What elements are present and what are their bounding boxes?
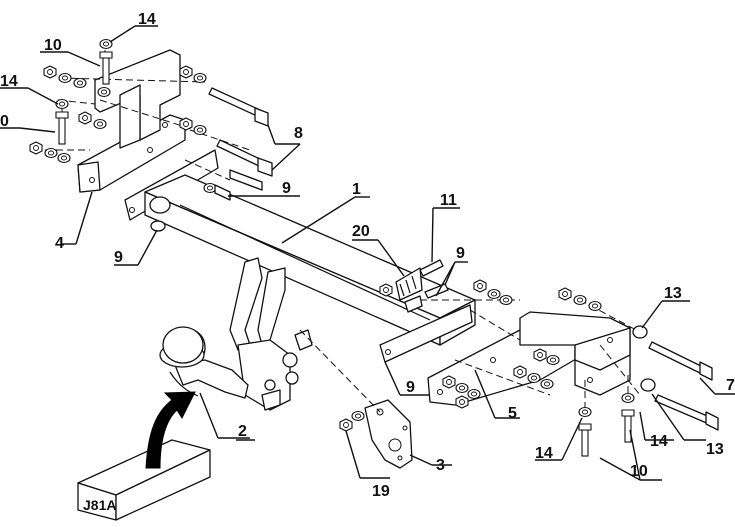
callout-9-right: 9	[456, 245, 465, 262]
callout-8: 8	[294, 125, 303, 142]
callout-10-bottom: 10	[630, 463, 648, 480]
callout-9-bottom: 9	[406, 379, 415, 396]
callout-3: 3	[436, 457, 445, 474]
callout-10-top: 10	[44, 37, 62, 54]
towball-assembly	[159, 257, 299, 411]
callout-13-bottom: 13	[706, 441, 724, 458]
insert-arrow	[145, 391, 196, 469]
callout-14-top: 14	[138, 11, 156, 28]
callout-10-left: 0	[0, 113, 9, 130]
callout-5: 5	[508, 405, 517, 422]
callout-4: 4	[55, 235, 64, 252]
fasteners	[29, 38, 719, 457]
main-crossbar	[144, 174, 476, 346]
callout-11: 11	[440, 192, 457, 209]
callout-14-left: 14	[0, 73, 18, 90]
callout-1: 1	[352, 181, 361, 198]
socket-plate	[364, 399, 413, 469]
callout-2: 2	[238, 423, 247, 440]
callout-9-top: 9	[282, 180, 291, 197]
box-label: J81A	[83, 497, 116, 513]
socket-bracket	[294, 329, 313, 351]
wiring-kit-box: J81A	[77, 439, 211, 521]
callout-14-bottom-left: 14	[535, 445, 553, 462]
callout-20: 20	[352, 223, 370, 240]
callout-13-top: 13	[664, 285, 682, 302]
leader-lines	[0, 25, 735, 481]
callout-19: 19	[372, 483, 390, 500]
callout-14-bottom-right: 14	[650, 433, 668, 450]
callout-labels: 14 10 14 0 8 9 1 4 9 11 20 9 13 7 2 9 5 …	[0, 11, 735, 500]
right-bracket	[379, 304, 631, 406]
callout-9-left: 9	[114, 249, 123, 266]
callout-7: 7	[726, 377, 735, 394]
